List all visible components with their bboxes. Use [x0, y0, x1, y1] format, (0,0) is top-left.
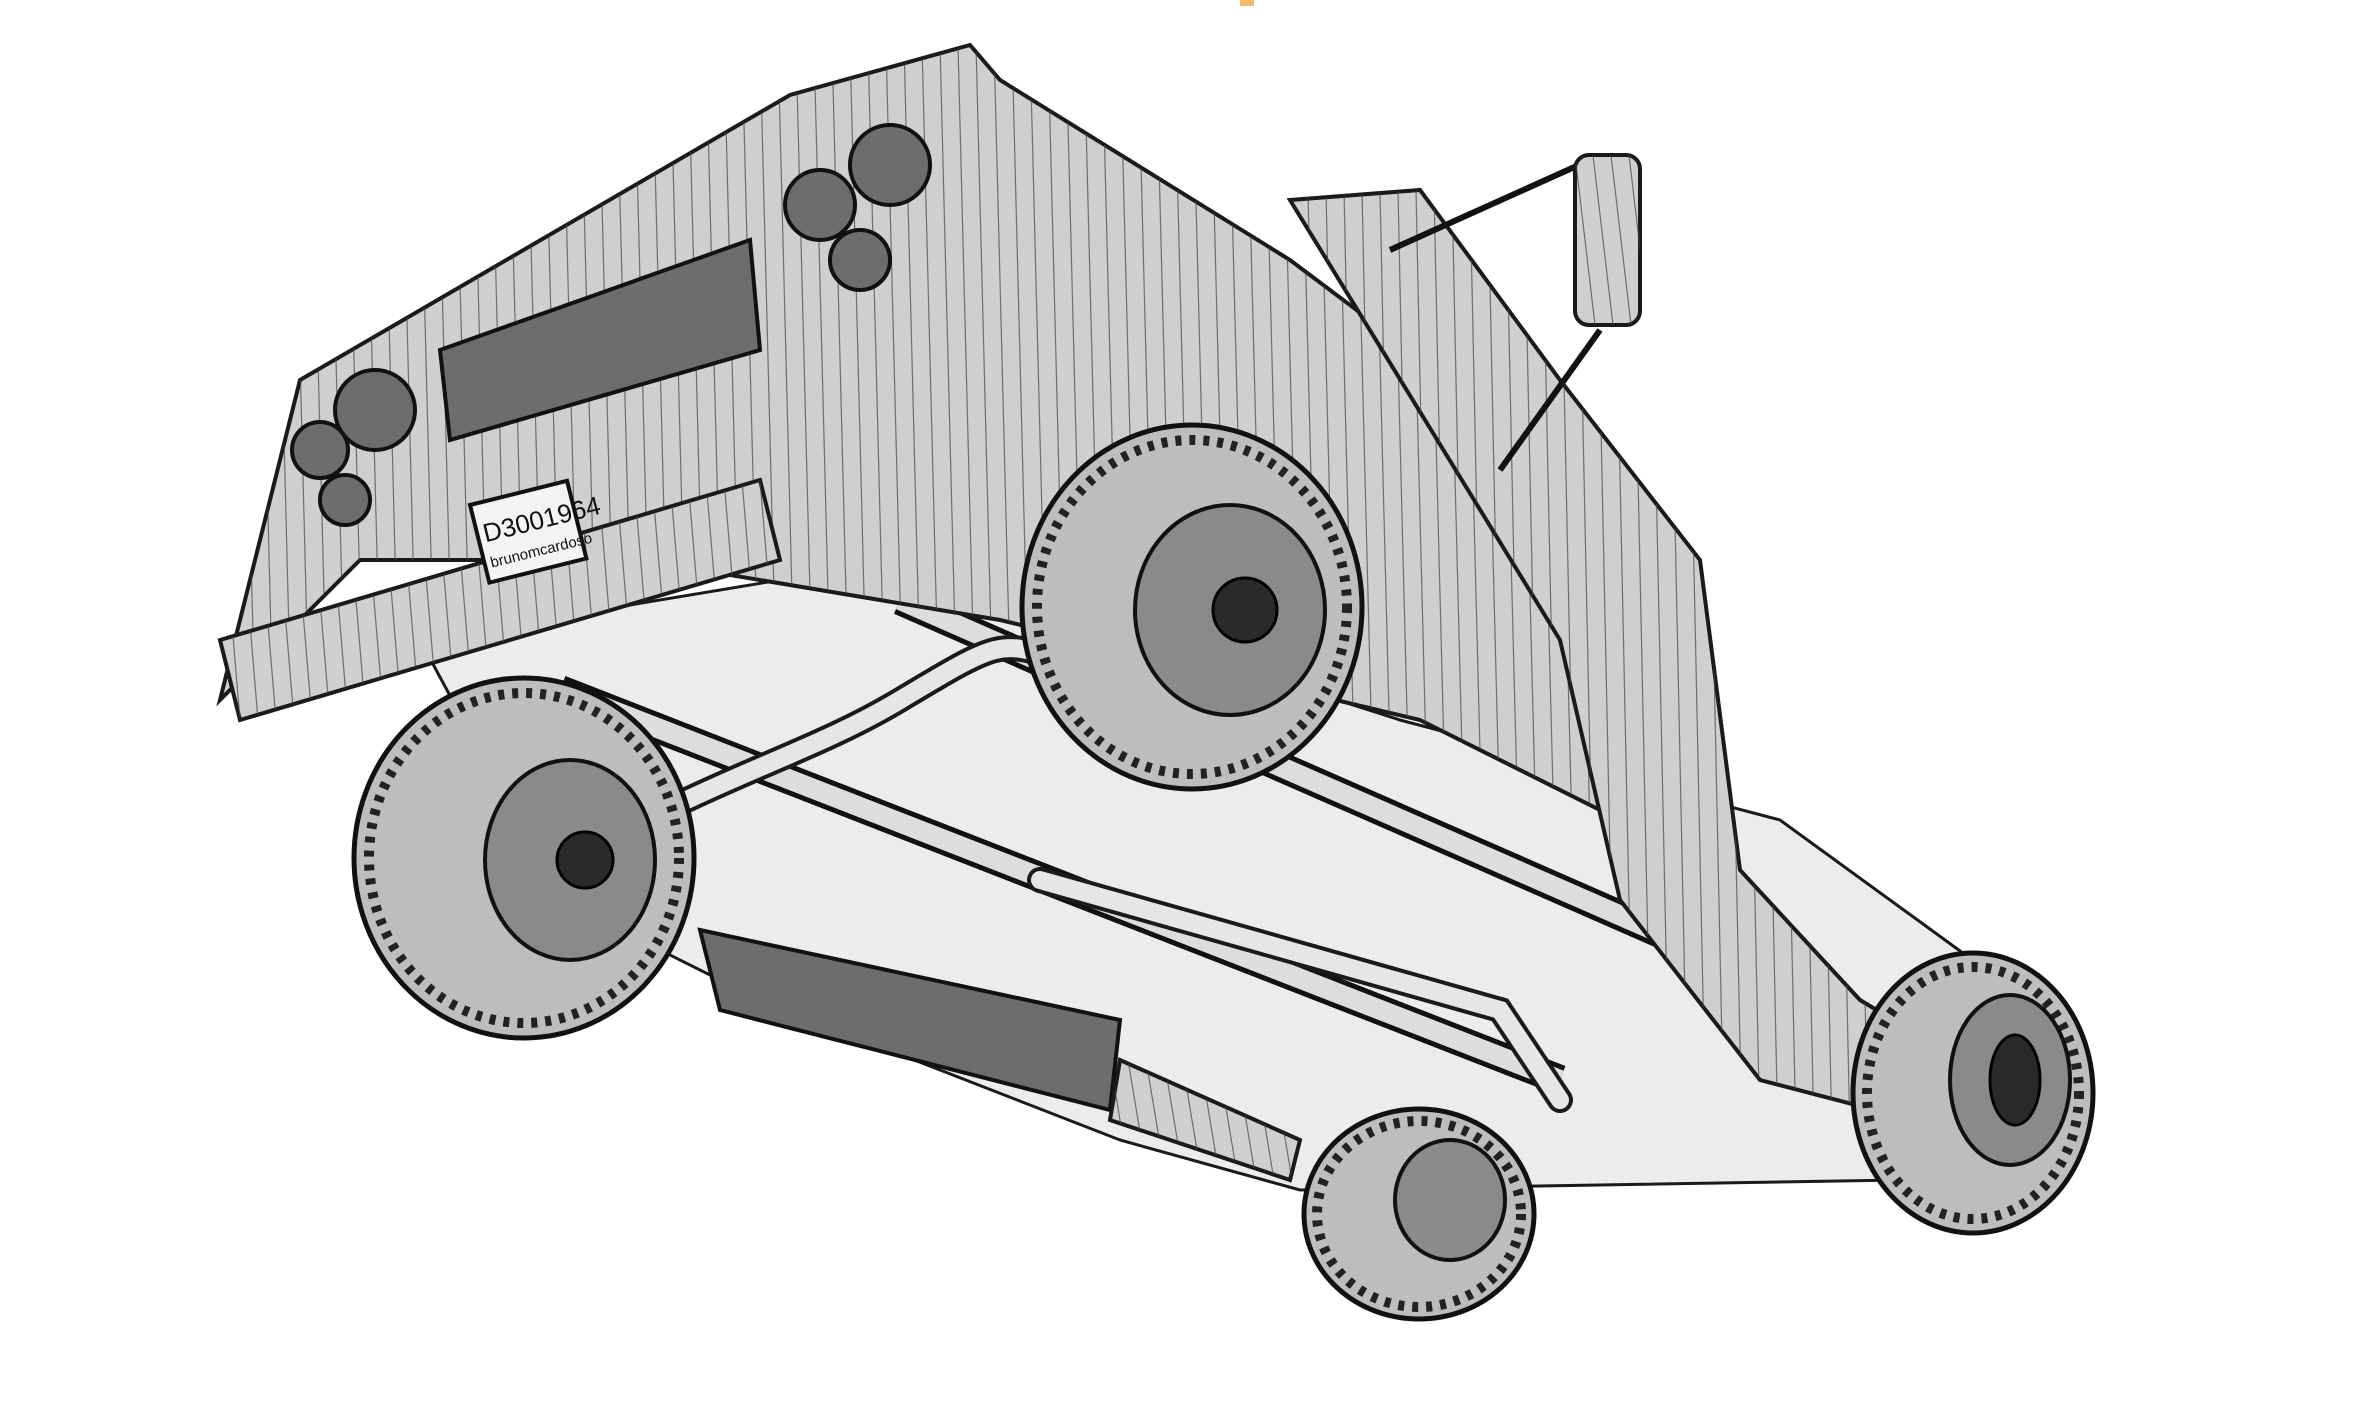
mesh-lines — [1575, 155, 1640, 325]
tail-light — [333, 368, 417, 452]
tail-light — [290, 420, 350, 480]
wheel-front-right — [1850, 950, 2096, 1236]
tailgate-grille — [437, 237, 763, 443]
tail-light — [848, 123, 932, 207]
license-plate: D3001964 brunomcardoso — [467, 478, 603, 586]
accent-mark — [1240, 0, 1254, 6]
tail-light — [783, 168, 857, 242]
wheel-rear-lower — [351, 675, 697, 1041]
wheel-rear-upper — [1019, 422, 1365, 792]
front-bumper — [1107, 1057, 1303, 1183]
wheel-front-left — [1301, 1106, 1537, 1322]
tail-light — [828, 228, 892, 292]
tail-light — [318, 473, 372, 527]
side-mirror — [1573, 153, 1642, 327]
